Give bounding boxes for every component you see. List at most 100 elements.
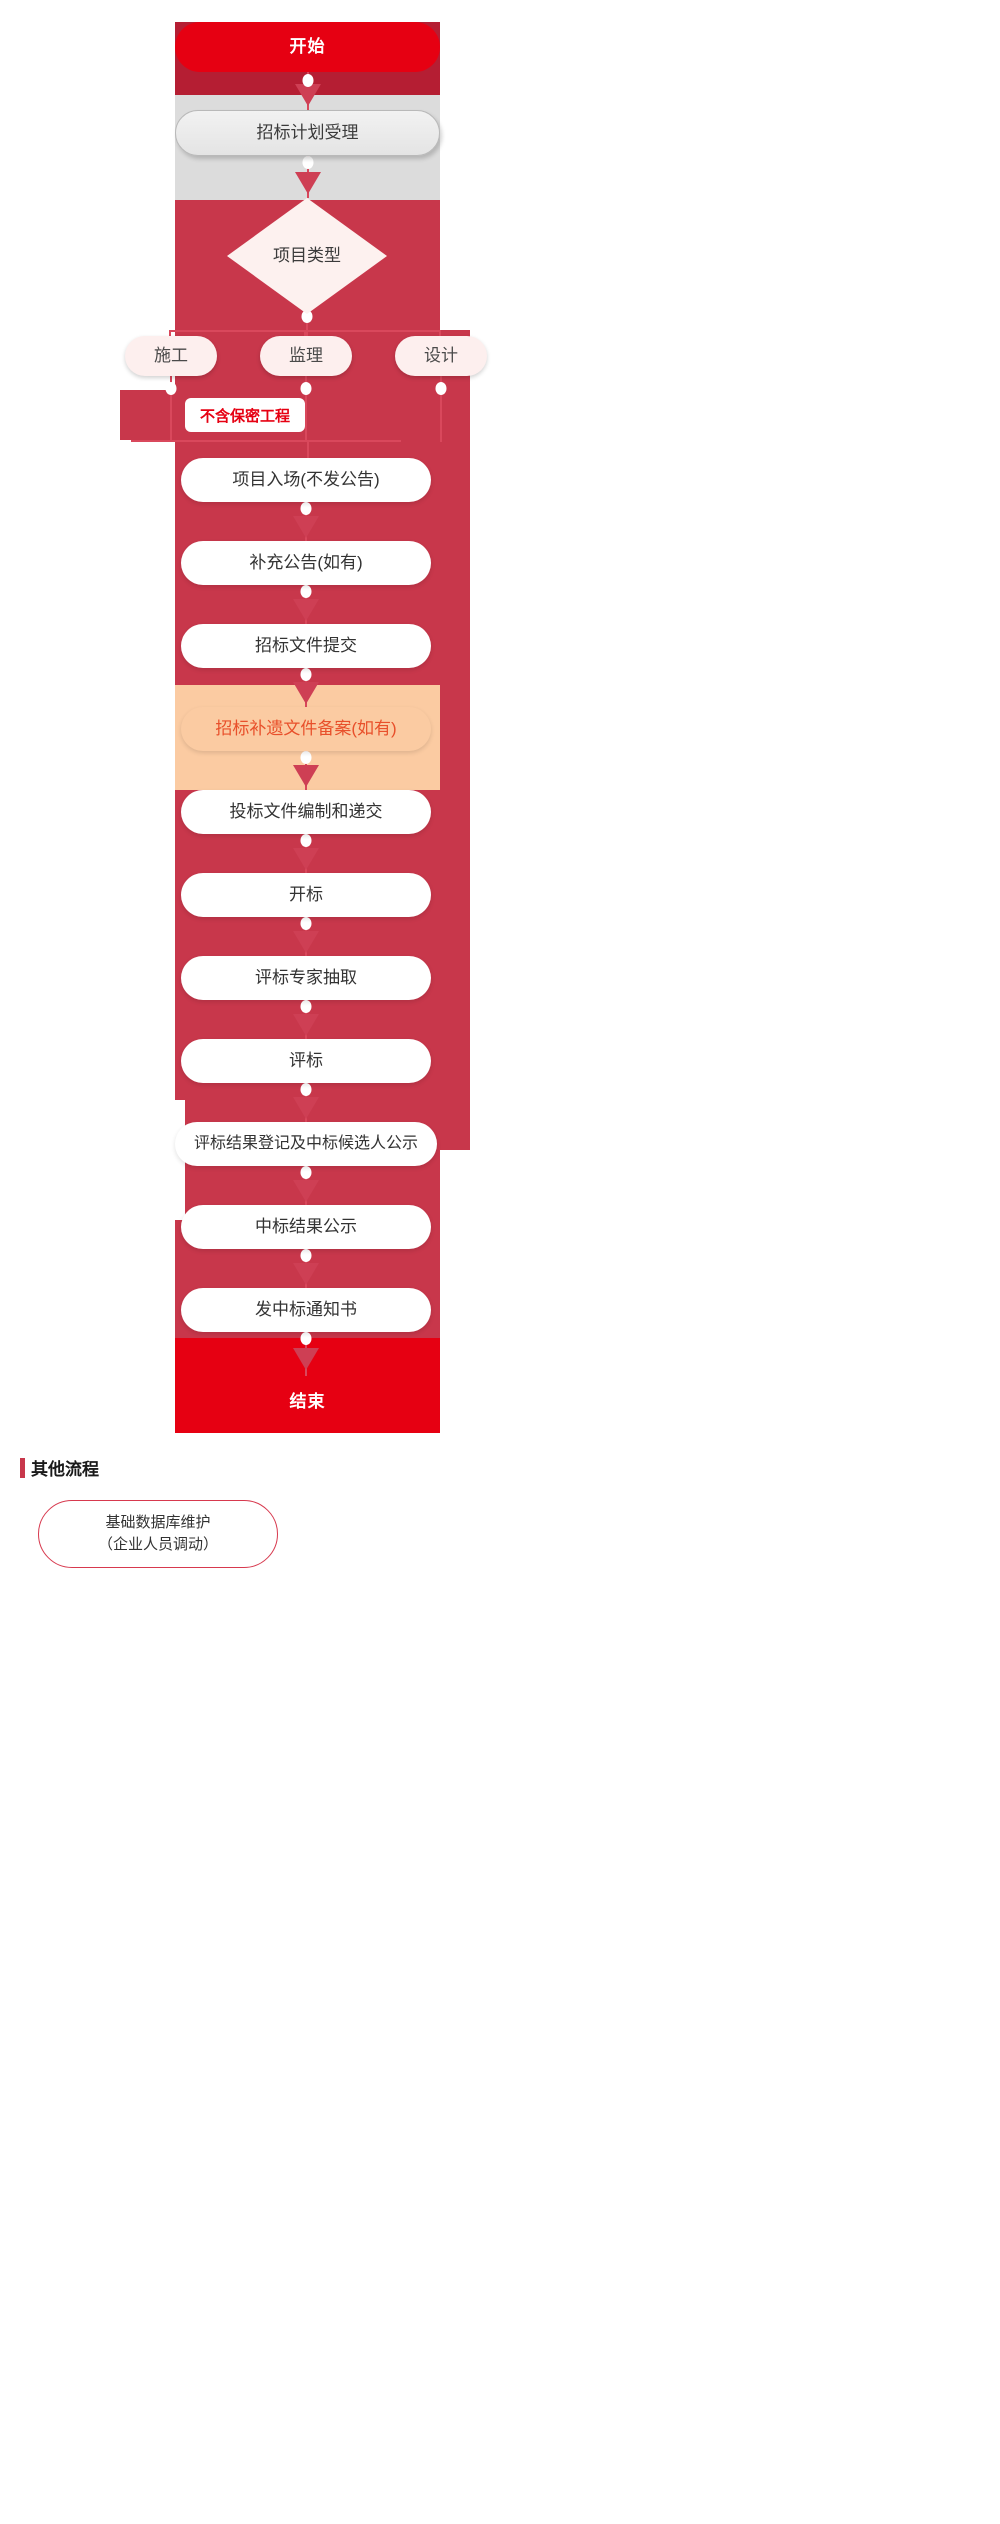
node-decision-project-type[interactable]: 项目类型 (227, 198, 387, 314)
branch-drop-line-3 (400, 330, 480, 338)
other-section-header: 其他流程 (20, 1455, 99, 1480)
connector-dot-icon (165, 382, 177, 395)
node-intake[interactable]: 招标计划受理 (175, 110, 440, 156)
process-step-3-label: 招标文件提交 (255, 636, 357, 656)
connector-step-3-to-4 (181, 668, 431, 708)
connector-line (305, 376, 307, 442)
other-process-node-1-line2: （企业人员调动） (97, 1536, 218, 1553)
connector-dot-icon (300, 1332, 312, 1345)
process-step-3[interactable]: 招标文件提交 (181, 624, 431, 668)
arrow-head-icon (293, 848, 319, 870)
connector-intake-to-decision (175, 156, 440, 198)
other-process-node-1[interactable]: 基础数据库维护 （企业人员调动） (38, 1500, 278, 1568)
connector-line (439, 330, 441, 338)
arrow-head-icon (293, 1014, 319, 1036)
backdrop-cutout-right-low (440, 1150, 470, 1390)
branch-node-design-label: 设计 (424, 346, 458, 366)
process-step-1[interactable]: 项目入场(不发公告) (181, 458, 431, 502)
process-step-9-label: 评标结果登记及中标候选人公示 (193, 1135, 418, 1152)
arrow-head-icon (293, 1263, 319, 1285)
connector-dot-icon (300, 1249, 312, 1262)
connector-to-step-1 (175, 440, 440, 460)
other-process-node-1-line1: 基础数据库维护 (105, 1514, 211, 1532)
connector-dot-icon (300, 834, 312, 847)
connector-dot-icon (302, 74, 313, 87)
branch-note-text: 不含保密工程 (199, 407, 290, 425)
process-step-2[interactable]: 补充公告(如有) (181, 541, 431, 585)
node-end-label: 结束 (289, 1392, 326, 1412)
backdrop-cutout-left-mid (120, 440, 175, 460)
process-step-6-label: 开标 (289, 885, 323, 905)
branch-node-design[interactable]: 设计 (395, 336, 487, 376)
connector-step-6-to-7 (181, 917, 431, 957)
branch-join-line-2 (266, 376, 346, 442)
branch-drop-line-2 (265, 330, 345, 338)
connector-step-8-to-9 (181, 1083, 431, 1123)
process-step-1-label: 项目入场(不发公告) (232, 470, 380, 490)
process-step-4[interactable]: 招标补遗文件备案(如有) (181, 707, 431, 751)
connector-dot-icon (300, 1000, 312, 1013)
connector-dot-icon (300, 668, 312, 681)
process-step-8-label: 评标 (289, 1051, 323, 1071)
process-step-10[interactable]: 中标结果公示 (181, 1205, 431, 1249)
connector-line (440, 376, 442, 442)
arrow-head-icon (294, 84, 321, 106)
connector-step-9-to-10 (181, 1166, 431, 1206)
backdrop-cutout-right-top (440, 200, 470, 330)
connector-start-to-intake (175, 72, 440, 110)
connector-dot-icon (300, 1083, 312, 1096)
branch-join-line-3 (401, 376, 481, 442)
connector-dot-icon (302, 156, 313, 169)
process-step-11[interactable]: 发中标通知书 (181, 1288, 431, 1332)
connector-dot-icon (300, 585, 312, 598)
connector-line (306, 314, 308, 340)
branch-node-supervision[interactable]: 监理 (260, 336, 352, 376)
connector-line (170, 376, 172, 442)
connector-step-4-to-5 (181, 751, 431, 791)
process-step-8[interactable]: 评标 (181, 1039, 431, 1083)
connector-decision-out (227, 310, 387, 340)
connector-dot-icon (300, 502, 312, 515)
arrow-head-icon (294, 172, 321, 194)
connector-dot-icon (435, 382, 447, 395)
process-step-9[interactable]: 评标结果登记及中标候选人公示 (175, 1122, 437, 1166)
arrow-head-icon (293, 765, 319, 787)
backdrop-cutout-left-low (175, 1100, 185, 1220)
process-step-10-label: 中标结果公示 (255, 1217, 357, 1237)
connector-step-7-to-8 (181, 1000, 431, 1040)
connector-line (169, 330, 171, 338)
connector-dot-icon (300, 751, 312, 764)
section-accent-bar-icon (20, 1457, 25, 1478)
node-start-label: 开始 (289, 37, 326, 57)
connector-step-1-to-2 (181, 502, 431, 542)
process-step-7[interactable]: 评标专家抽取 (181, 956, 431, 1000)
branch-node-construction-label: 施工 (154, 346, 188, 366)
branch-join-line-1 (131, 376, 211, 442)
node-decision-label: 项目类型 (273, 246, 341, 266)
process-step-11-label: 发中标通知书 (255, 1300, 357, 1320)
branch-note-label: 不含保密工程 (185, 398, 305, 432)
process-step-4-label: 招标补遗文件备案(如有) (215, 719, 397, 739)
arrow-head-icon (293, 599, 319, 621)
branch-node-supervision-label: 监理 (289, 346, 323, 366)
node-start[interactable]: 开始 (175, 22, 440, 72)
process-step-6[interactable]: 开标 (181, 873, 431, 917)
process-step-2-label: 补充公告(如有) (249, 553, 363, 573)
connector-step-10-to-11 (181, 1249, 431, 1289)
process-step-7-label: 评标专家抽取 (255, 968, 357, 988)
connector-dot-icon (300, 382, 312, 395)
process-step-5-label: 投标文件编制和递交 (229, 802, 383, 822)
connector-line (304, 330, 306, 338)
diamond-shape-icon (227, 198, 387, 314)
arrow-head-icon (293, 682, 319, 704)
node-end[interactable]: 结束 (175, 1376, 440, 1428)
connector-step-5-to-6 (181, 834, 431, 874)
connector-dot-icon (301, 310, 313, 323)
branch-join-rail (131, 440, 481, 442)
process-step-5[interactable]: 投标文件编制和递交 (181, 790, 431, 834)
branch-drop-line-1 (130, 330, 210, 338)
arrow-head-icon (293, 1180, 319, 1202)
branch-node-construction[interactable]: 施工 (125, 336, 217, 376)
arrow-head-icon (293, 1348, 319, 1370)
